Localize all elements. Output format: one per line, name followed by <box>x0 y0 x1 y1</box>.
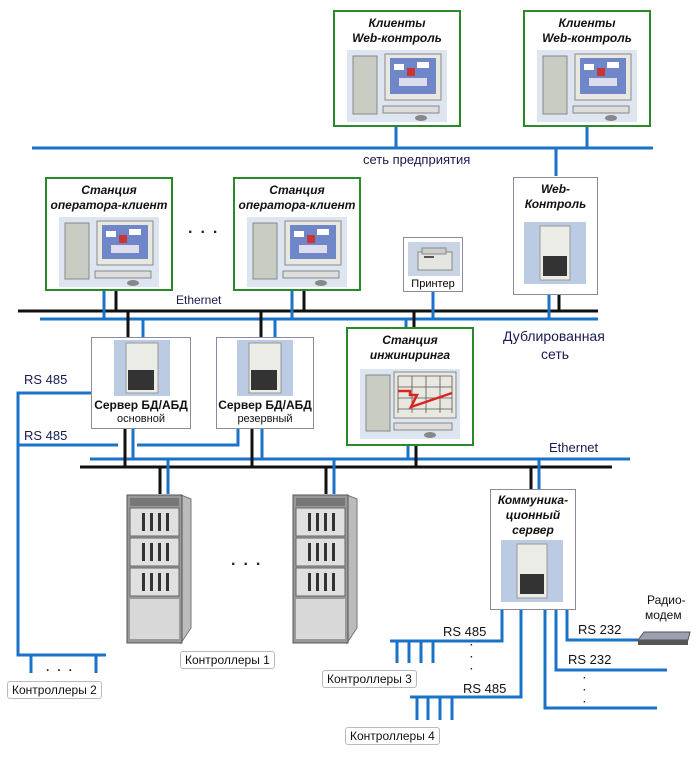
db-server-reserve-sub: резервный <box>237 413 293 425</box>
controllers-1-label: Контроллеры 1 <box>180 651 275 669</box>
engineering-station-title: Станция <box>382 333 438 347</box>
db-server-reserve-label: Сервер БД/АБД <box>218 398 312 412</box>
web-control-title: Web- <box>540 182 571 196</box>
comm-server-title-1: Коммуника- <box>497 493 569 507</box>
ellipsis-rs232: ··· <box>583 673 587 708</box>
server-tower-icon <box>237 340 293 401</box>
operator-station-1-subtitle: оператора-клиент <box>50 198 168 212</box>
server-tower-icon <box>524 222 586 289</box>
workstation-icon <box>347 50 447 127</box>
db-server-main-sub: основной <box>117 413 165 425</box>
enterprise-network-label: сеть предприятия <box>363 152 471 167</box>
trend-chart-icon <box>360 369 460 444</box>
printer[interactable]: Принтер <box>403 237 463 292</box>
web-client-2-title: Клиенты <box>558 16 616 30</box>
comm-server[interactable]: Коммуника- ционный сервер <box>490 489 576 610</box>
controller-rack-icon[interactable] <box>126 493 192 651</box>
web-client-2[interactable]: Клиенты Web-контроль <box>523 10 651 127</box>
comm-server-title-2: ционный <box>505 508 561 522</box>
radio-modem-label-2: модем <box>645 608 682 622</box>
operator-station-1-title: Станция <box>81 183 137 197</box>
ellipsis-operator-stations: ... <box>188 220 226 237</box>
engineering-station-subtitle: инжиниринга <box>369 348 451 362</box>
controllers-2-label: Контроллеры 2 <box>7 681 102 699</box>
rs485-label-d: RS 485 <box>463 681 507 696</box>
web-client-1[interactable]: Клиенты Web-контроль <box>333 10 461 127</box>
radio-modem-label-1: Радио- <box>647 593 686 607</box>
comm-server-title-3: сервер <box>512 523 554 537</box>
printer-label: Принтер <box>411 278 455 290</box>
web-control-subtitle: Контроль <box>524 197 587 211</box>
rs232-label-b: RS 232 <box>568 652 612 667</box>
web-client-1-title: Клиенты <box>368 16 426 30</box>
controllers-3-label: Контроллеры 3 <box>322 670 417 688</box>
ellipsis-racks: ... <box>231 552 269 569</box>
workstation-icon <box>537 50 637 127</box>
operator-station-2-subtitle: оператора-клиент <box>238 198 356 212</box>
ellipsis-controllers-2: ... <box>46 660 81 674</box>
ethernet-top-label: Ethernet <box>176 293 222 307</box>
rs232-label-a: RS 232 <box>578 622 622 637</box>
ethernet-bottom-label: Ethernet <box>549 440 599 455</box>
engineering-station[interactable]: Станция инжиниринга <box>346 327 474 446</box>
web-client-2-subtitle: Web-контроль <box>542 31 632 45</box>
web-client-1-subtitle: Web-контроль <box>352 31 442 45</box>
workstation-icon <box>59 217 159 292</box>
printer-icon <box>408 242 460 281</box>
db-server-main[interactable]: Сервер БД/АБД основной <box>91 337 191 429</box>
workstation-icon <box>247 217 347 292</box>
redundant-network-label-2: сеть <box>541 346 570 362</box>
redundant-network-label-1: Дублированная <box>503 328 605 344</box>
web-control-server[interactable]: Web- Контроль <box>513 177 598 295</box>
db-server-main-label: Сервер БД/АБД <box>94 398 188 412</box>
controller-rack-icon[interactable] <box>292 493 358 651</box>
operator-station-2[interactable]: Станция оператора-клиент <box>233 177 361 291</box>
controllers-4-label: Контроллеры 4 <box>345 727 440 745</box>
rs485-label-b: RS 485 <box>24 428 68 443</box>
operator-station-2-title: Станция <box>269 183 325 197</box>
radio-modem-icon[interactable] <box>636 628 692 653</box>
ellipsis-rs485: ··· <box>470 640 474 675</box>
db-server-reserve[interactable]: Сервер БД/АБД резервный <box>216 337 314 429</box>
server-tower-icon <box>114 340 170 401</box>
operator-station-1[interactable]: Станция оператора-клиент <box>45 177 173 291</box>
rs485-label-a: RS 485 <box>24 372 68 387</box>
server-tower-icon <box>501 540 563 607</box>
rs485-label-c: RS 485 <box>443 624 487 639</box>
